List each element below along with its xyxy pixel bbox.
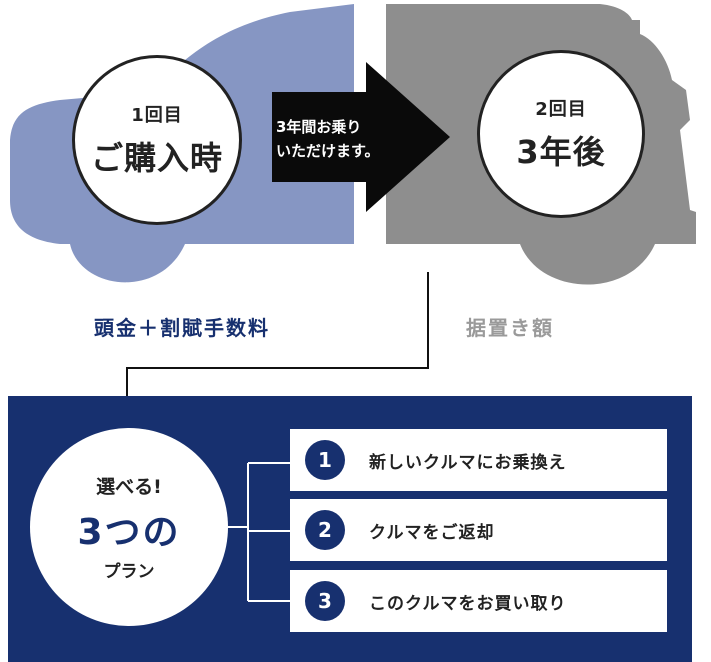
option-text-1: 新しいクルマにお乗換え <box>369 452 567 473</box>
plan-middle-text: 3つの <box>77 512 181 553</box>
arrow-text-line1: 3年間お乗り <box>276 118 362 136</box>
first-title: ご購入時 <box>90 139 223 177</box>
option-card-3: 3 このクルマをお買い取り <box>290 570 667 632</box>
plan-top-text: 選べる! <box>96 476 162 498</box>
arrow-text-line2: いただけます。 <box>276 142 380 160</box>
three-plans-circle: 選べる! 3つの プラン <box>30 428 228 626</box>
option-number-1: 1 <box>305 440 345 480</box>
option-text-3: このクルマをお買い取り <box>369 593 567 614</box>
arrow-text: 3年間お乗り いただけます。 <box>276 115 416 163</box>
option-card-1: 1 新しいクルマにお乗換え <box>290 429 667 491</box>
option-card-2: 2 クルマをご返却 <box>290 499 667 561</box>
first-count: 1回目 <box>131 105 183 126</box>
big-arrow <box>272 62 450 212</box>
plan-bottom-text: プラン <box>103 562 155 582</box>
second-payment-circle: 2回目 3年後 <box>477 50 645 218</box>
branch-connector <box>228 462 290 602</box>
down-payment-label: 頭金＋割賦手数料 <box>94 316 270 340</box>
branch-lines <box>228 462 290 602</box>
second-count: 2回目 <box>535 99 587 120</box>
first-payment-circle: 1回目 ご購入時 <box>72 55 242 225</box>
second-title: 3年後 <box>516 133 606 171</box>
option-number-3: 3 <box>305 581 345 621</box>
option-number-2: 2 <box>305 510 345 550</box>
deferred-amount-label: 据置き額 <box>466 316 554 340</box>
connector-line <box>126 272 429 400</box>
option-text-2: クルマをご返却 <box>369 522 495 543</box>
